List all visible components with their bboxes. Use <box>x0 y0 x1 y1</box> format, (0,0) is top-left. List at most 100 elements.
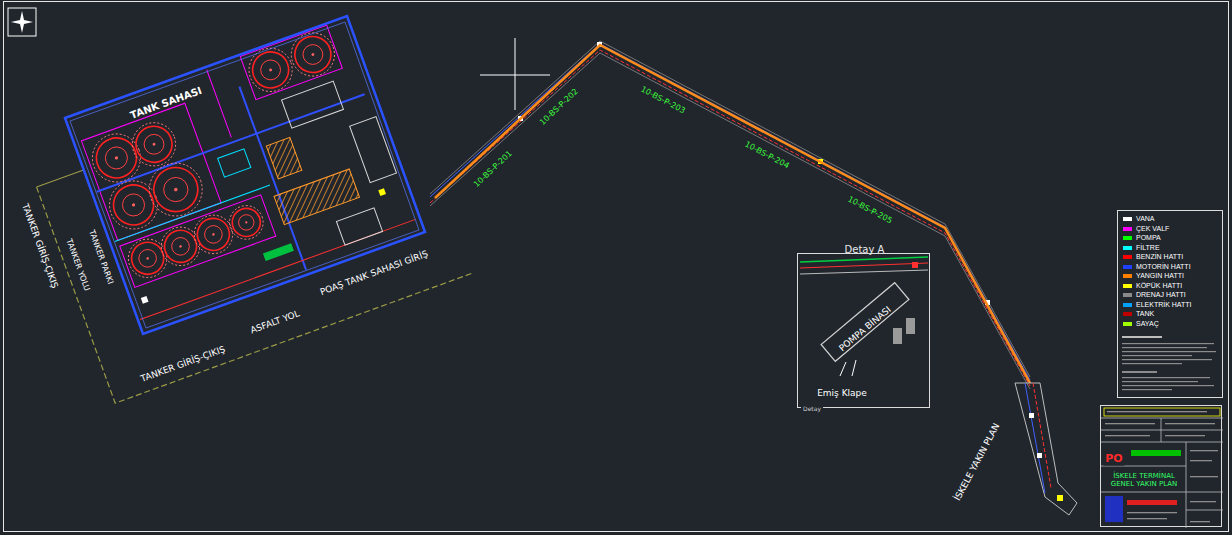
pier-area: İSKELE YAKIN PLAN <box>945 383 1075 511</box>
title-block-outline <box>1105 435 1150 436</box>
detail-drawing <box>800 257 928 262</box>
map-label: TANKER YOLU <box>64 236 93 294</box>
title-block-outline <box>1190 521 1210 522</box>
legend-text: MOTORİN HATTI <box>1136 263 1191 271</box>
pier-area-outline <box>1037 453 1042 458</box>
tank-farm-layout <box>37 170 84 187</box>
legend-swatch <box>1123 322 1132 326</box>
tank-farm-layout <box>239 87 306 270</box>
detail-drawing <box>912 262 918 268</box>
legend-panel <box>1122 371 1157 373</box>
title-block-outline <box>1101 442 1223 443</box>
title-block-outline <box>1127 518 1167 519</box>
map-label: POAŞ TANK SAHASI GİRİŞ <box>317 248 431 298</box>
title-block-outline <box>1165 435 1205 436</box>
title-block-outline <box>1161 418 1162 442</box>
north-arrow <box>8 8 36 36</box>
title-block-outline <box>1101 418 1223 419</box>
legend-row: ÇEK VALF <box>1123 225 1169 233</box>
legend-panel <box>1122 343 1216 390</box>
legend-text: KÖPÜK HATTI <box>1136 282 1182 290</box>
legend-text: VANA <box>1136 215 1155 223</box>
legend-row: TANK <box>1123 310 1154 318</box>
title-block-outline <box>1190 501 1216 502</box>
map-label: PO <box>1103 453 1124 466</box>
tank-area-outline <box>40 5 435 335</box>
title-block-outline <box>1165 423 1215 424</box>
detail-drawing <box>852 360 856 376</box>
tank-farm-layout <box>207 70 232 138</box>
title-block-outline <box>1186 510 1223 511</box>
cursor-crosshair <box>480 38 550 110</box>
legend-panel <box>1118 211 1223 398</box>
tank-farm-layout <box>336 208 382 245</box>
map-label: TANKER GİRİŞ-ÇIKIŞ <box>19 200 61 291</box>
node-label: Detay A <box>845 244 885 256</box>
sheet-frame <box>4 2 1229 532</box>
pipeline-corridor <box>430 53 1030 389</box>
detail-drawing <box>906 318 915 334</box>
tank-farm-layout <box>142 156 210 224</box>
tank-farm-layout <box>115 185 270 241</box>
tank-farm-layout <box>218 149 251 177</box>
legend-swatch <box>1123 255 1132 259</box>
map-label: 10-BS-P-201 <box>470 147 515 190</box>
legend-swatch <box>1123 217 1132 221</box>
tank-farm-layout <box>274 169 359 225</box>
detail-drawing <box>800 263 928 268</box>
tank-farm-layout <box>141 296 149 304</box>
title-block-outline <box>1127 500 1177 505</box>
map-label: TANKER PARKI <box>86 226 116 287</box>
title-block-outline <box>1101 492 1223 493</box>
legend-row: VANA <box>1123 215 1155 223</box>
legend-panel <box>1122 336 1162 338</box>
legend-row: YANGIN HATTI <box>1123 272 1184 280</box>
legend-row: ELEKTRİK HATTI <box>1123 301 1192 309</box>
legend-panel <box>1122 347 1207 348</box>
legend-swatch <box>1123 227 1132 231</box>
pipeline-corridor <box>430 41 1030 377</box>
title-block-outline <box>1190 460 1212 461</box>
tank-farm-layout <box>350 117 397 183</box>
title-block-outline <box>1190 476 1218 477</box>
pump-building-outline <box>821 283 909 362</box>
north-arrow <box>8 8 36 36</box>
legend-row: BENZİN HATTI <box>1123 253 1183 261</box>
tank-farm-layout <box>225 201 268 244</box>
title-block-outline <box>1104 408 1220 416</box>
title-block-outline <box>1101 406 1223 528</box>
legend-row: FİLTRE <box>1123 244 1160 252</box>
tank-farm-layout <box>282 81 344 128</box>
map-label: Emiş Klape <box>815 388 869 398</box>
title-block-outline <box>1127 512 1177 513</box>
legend-swatch <box>1123 274 1132 278</box>
legend-swatch <box>1123 312 1132 316</box>
pipeline-corridor <box>430 44 1030 380</box>
tank-farm-layout <box>126 117 181 172</box>
legend-row: MOTORİN HATTI <box>1123 263 1191 271</box>
title-block-outline <box>1105 423 1155 424</box>
legend-swatch <box>1123 284 1132 288</box>
title-block-outline <box>1105 496 1123 522</box>
detail-box: POMPA BİNASIDetay A <box>797 253 930 408</box>
legend-panel <box>1122 355 1192 356</box>
title-block-outline <box>1101 466 1186 467</box>
title-block-outline <box>1190 450 1218 451</box>
title-block-outline <box>1131 450 1181 456</box>
legend-swatch <box>1123 293 1132 297</box>
pier-area-outline <box>1057 495 1063 501</box>
title-block: İSKELE TERMİNAL GENEL YAKIN PLAN <box>1100 405 1222 527</box>
legend-text: POMPA <box>1136 234 1161 242</box>
node-label: İSKELE YAKIN PLAN <box>952 422 1002 503</box>
detail-drawing <box>800 270 928 274</box>
cursor-crosshair <box>515 38 516 110</box>
detail-drawing <box>800 257 928 376</box>
legend-panel <box>1122 377 1210 378</box>
legend-text: BENZİN HATTI <box>1136 253 1183 261</box>
node-label: İSKELE TERMİNAL GENEL YAKIN PLAN <box>1105 472 1183 488</box>
legend-text: ÇEK VALF <box>1136 225 1169 233</box>
map-label: Detay <box>801 406 823 413</box>
pipeline-connector <box>435 45 1030 383</box>
